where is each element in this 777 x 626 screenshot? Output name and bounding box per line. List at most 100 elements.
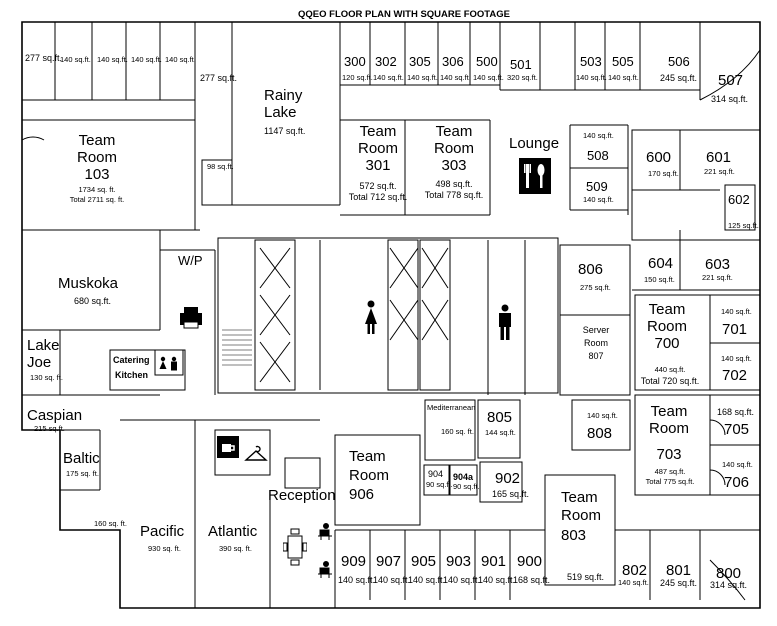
team-room-301-total: Total 712 sq.ft.	[348, 192, 408, 202]
team-room-700-number: 700	[654, 335, 680, 352]
team-room-700-area: 440 sq.ft.	[654, 365, 686, 374]
plan-title: QQEO FLOOR PLAN WITH SQUARE FOOTAGE	[298, 9, 510, 20]
team-room-301-name: Team	[359, 123, 397, 140]
room-306-area: 140 sq.ft.	[440, 73, 471, 82]
room-603-area: 221 sq.ft.	[702, 273, 733, 282]
catering-kitchen-name-2: Kitchen	[115, 370, 149, 380]
room-140d-area: 140 sq.ft.	[165, 55, 196, 64]
team-room-906-name-2: Room	[349, 467, 390, 484]
room-277b-area: 277 sq.ft.	[200, 73, 238, 83]
team-room-803-area: 519 sq.ft.	[567, 572, 605, 582]
team-room-301-name-2: Room	[357, 140, 399, 157]
reception-table-icon	[283, 528, 307, 566]
room-701-area: 140 sq.ft.	[721, 307, 752, 316]
room-900-name: 900	[517, 553, 543, 570]
room-277a-area: 277 sq.ft.	[25, 53, 63, 63]
room-904a-name: 904a	[453, 472, 474, 482]
room-904a-area: 90 sq.ft.	[453, 482, 480, 491]
rainy-lake-area: 1147 sq.ft.	[264, 126, 306, 136]
cutlery-icon	[519, 158, 551, 194]
desk-chair-icon	[318, 523, 332, 540]
room-602-name: 602	[728, 192, 750, 207]
team-room-303-name: Team	[435, 123, 473, 140]
lake-joe-name: Lake	[27, 337, 60, 354]
room-806-area: 275 sq.ft.	[580, 283, 611, 292]
room-802-area: 140 sq.ft.	[618, 578, 649, 587]
room-507-name: 507	[718, 72, 744, 89]
room-909-name: 909	[341, 553, 367, 570]
pacific-area: 930 sq. ft.	[148, 544, 181, 553]
team-room-301-number: 301	[365, 157, 391, 174]
team-room-103-name-2: Room	[76, 149, 118, 166]
room-806-name: 806	[578, 261, 604, 278]
team-room-803-name-2: Room	[561, 507, 602, 524]
room-500-name: 500	[476, 54, 498, 69]
room-706-name: 706	[724, 474, 750, 491]
room-805-name: 805	[487, 409, 513, 426]
caspian-area: 215 sq.ft.	[34, 424, 65, 433]
baltic-name: Baltic	[63, 450, 100, 467]
room-900-area: 168 sq.ft.	[513, 575, 551, 585]
room-604-name: 604	[648, 255, 674, 272]
team-room-103-name: Team	[78, 132, 116, 149]
room-506-name: 506	[668, 54, 690, 69]
room-501-area: 320 sq.ft.	[507, 73, 538, 82]
team-room-700-total: Total 720 sq.ft.	[640, 376, 700, 386]
team-room-700-name-2: Room	[646, 318, 688, 335]
catering-kitchen-name: Catering	[113, 355, 150, 365]
caspian-name: Caspian	[27, 407, 83, 424]
team-room-103-number: 103	[84, 166, 110, 183]
lake-joe-name-2: Joe	[27, 354, 52, 371]
room-909-area: 140 sq.ft.	[338, 575, 376, 585]
atlantic-name: Atlantic	[208, 523, 258, 540]
team-room-303-number: 303	[441, 157, 467, 174]
room-702-name: 702	[722, 367, 748, 384]
room-907-name: 907	[376, 553, 402, 570]
room-302-area: 140 sq.ft.	[373, 73, 404, 82]
lounge-name: Lounge	[509, 135, 560, 152]
room-300-area: 120 sq.ft.	[342, 73, 373, 82]
room-503-area: 140 sq.ft.	[576, 73, 607, 82]
room-603-name: 603	[705, 256, 731, 273]
team-room-103-area: 1734 sq. ft.	[78, 185, 116, 194]
room-507-area: 314 sq.ft.	[711, 94, 749, 104]
room-800-area: 314 sq.ft.	[710, 580, 748, 590]
room-305-area: 140 sq.ft.	[407, 73, 438, 82]
room-302-name: 302	[375, 54, 397, 69]
wp-name: W/P	[178, 253, 203, 268]
printer-icon	[180, 307, 202, 329]
room-705-area: 168 sq.ft.	[717, 407, 755, 417]
room-600-area: 170 sq.ft.	[648, 169, 679, 178]
room-300-name: 300	[344, 54, 366, 69]
room-602-area: 125 sq.ft.	[728, 221, 759, 230]
room-505-name: 505	[612, 54, 634, 69]
desk-chair-icon-2	[318, 561, 332, 578]
room-140b-area: 140 sq.ft.	[97, 55, 128, 64]
room-905-name: 905	[411, 553, 437, 570]
team-room-303-total: Total 778 sq.ft.	[424, 190, 484, 200]
room-902-name: 902	[495, 470, 521, 487]
room-705-name: 705	[724, 421, 750, 438]
room-508-name: 508	[587, 148, 609, 163]
room-901-area: 140 sq.ft.	[478, 575, 516, 585]
room-140a-area: 140 sq.ft.	[60, 55, 91, 64]
baltic-area: 175 sq. ft.	[66, 469, 99, 478]
room-805-area: 144 sq.ft.	[485, 428, 516, 437]
room-808-area: 140 sq.ft.	[587, 411, 618, 420]
room-800-name: 800	[716, 565, 742, 582]
rainy-lake-name-2: Lake	[264, 104, 297, 121]
server-room-number: 807	[588, 351, 604, 361]
muskoka-area: 680 sq.ft.	[74, 296, 112, 306]
restroom-icon	[159, 356, 177, 371]
room-902-area: 165 sq.ft.	[492, 489, 530, 499]
room-600-name: 600	[646, 149, 672, 166]
room-505-area: 140 sq.ft.	[608, 73, 639, 82]
team-room-906-number: 906	[349, 486, 375, 503]
room-907-area: 140 sq.ft.	[373, 575, 411, 585]
team-room-703-area: 487 sq.ft.	[654, 467, 686, 476]
team-room-703-name: Team	[650, 403, 688, 420]
room-500-area: 140 sq.ft.	[473, 73, 504, 82]
room-802-name: 802	[622, 562, 648, 579]
room-904-name: 904	[428, 469, 444, 479]
server-room-name-2: Room	[583, 338, 609, 348]
